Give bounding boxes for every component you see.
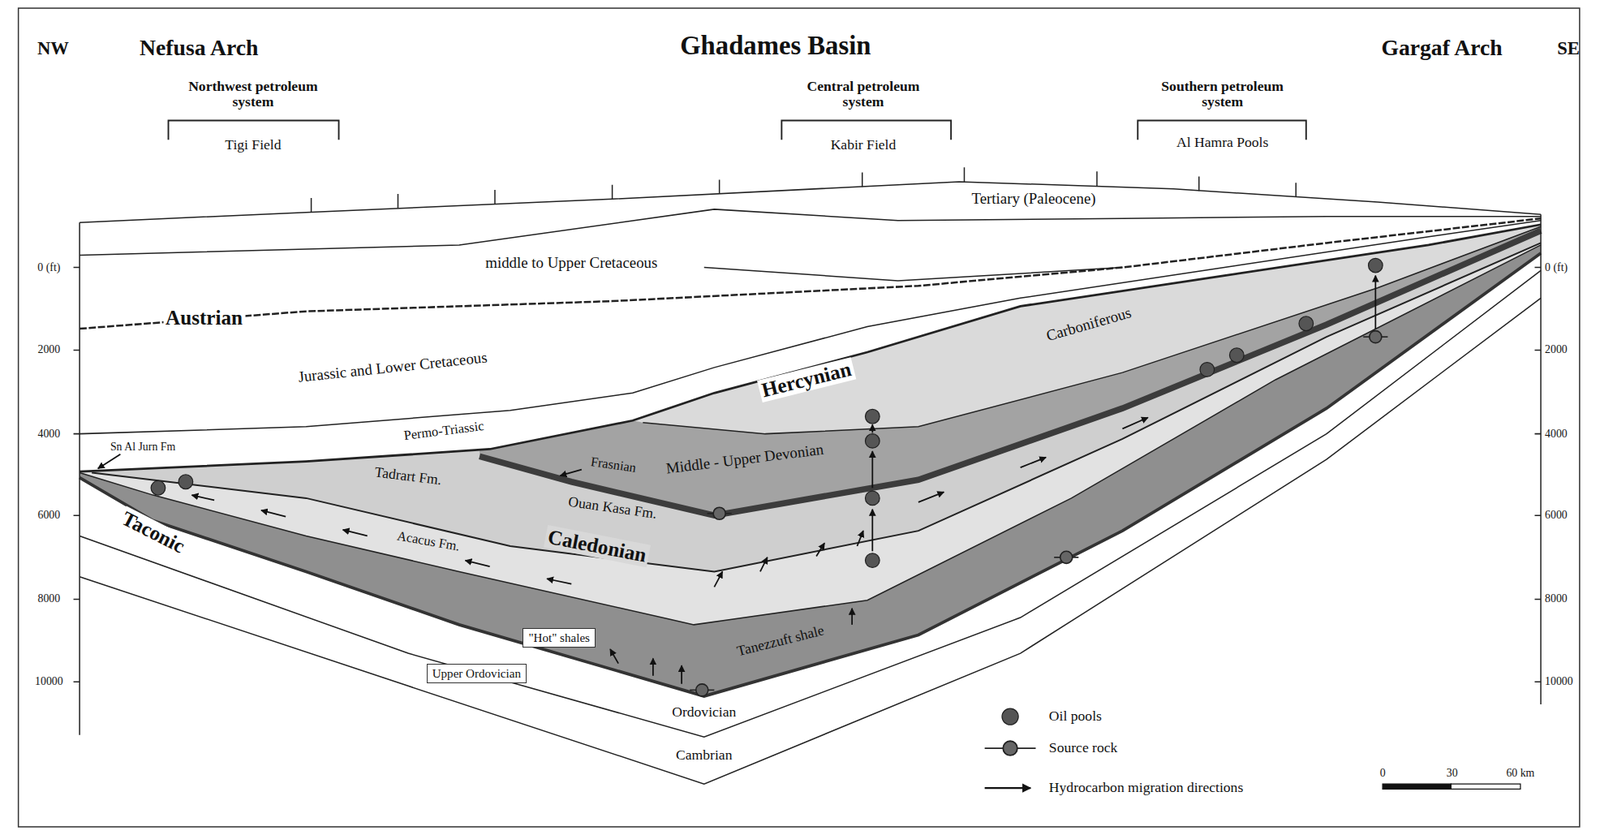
tertiary-base bbox=[79, 209, 1541, 256]
depth-value: 8000 bbox=[1544, 593, 1568, 606]
boxed-unit-label: "Hot" shales bbox=[522, 627, 596, 649]
carboniferous-base bbox=[642, 226, 1541, 434]
legend-text: Oil pools bbox=[1049, 708, 1102, 724]
depth-value: 2000 bbox=[1544, 344, 1568, 357]
hot-shale-base bbox=[79, 253, 1541, 697]
system-bracket bbox=[168, 120, 1307, 140]
legend-source-rock bbox=[984, 740, 1037, 756]
depth-value: 0 (ft) bbox=[37, 261, 61, 274]
petroleum-system-label: Al Hamra Pools bbox=[1176, 134, 1269, 151]
depth-value: 6000 bbox=[38, 509, 61, 522]
petroleum-system-label: Northwest petroleum system bbox=[176, 77, 331, 110]
cambrian-line bbox=[79, 297, 1541, 784]
box-text: Upper Ordovician bbox=[432, 666, 521, 681]
surface-ticks bbox=[311, 167, 1297, 212]
unit-label: Sn Al Jurn Fm bbox=[110, 440, 176, 453]
depth-axis bbox=[78, 222, 81, 735]
legend-migration-arrow bbox=[984, 787, 1032, 789]
diagram-title: Ghadames Basin bbox=[679, 31, 871, 61]
depth-value: 4000 bbox=[1544, 427, 1568, 440]
depth-value: 6000 bbox=[1544, 509, 1568, 522]
depth-value: 0 (ft) bbox=[1544, 261, 1568, 274]
depth-value: 10000 bbox=[34, 675, 64, 689]
tadrart-layer bbox=[79, 224, 1541, 697]
scale-bar bbox=[1382, 783, 1521, 789]
ordovician-line bbox=[79, 270, 1541, 737]
section-end-label: NW bbox=[37, 38, 69, 60]
depth-ticks bbox=[73, 267, 1542, 683]
section-end-label: Gargaf Arch bbox=[1380, 35, 1502, 61]
section-end-label: SE bbox=[1556, 38, 1580, 60]
tanezzuft-layer bbox=[79, 245, 1541, 697]
legend-text: Hydrocarbon migration directions bbox=[1049, 779, 1244, 796]
hercynian-unconformity bbox=[79, 224, 1541, 472]
cretaceous-internal bbox=[704, 267, 1123, 281]
petroleum-system-label: Central petroleum system bbox=[787, 77, 941, 110]
acacus-layer bbox=[79, 242, 1541, 697]
boxed-unit-label: Upper Ordovician bbox=[426, 663, 527, 684]
unit-label: Tertiary (Paleocene) bbox=[971, 190, 1096, 208]
legend-oil-pool bbox=[1002, 708, 1019, 725]
source-rock bbox=[689, 331, 1388, 697]
section-end-label: Nefusa Arch bbox=[139, 35, 259, 61]
caledonian-unconformity bbox=[91, 242, 1541, 572]
oil-pool bbox=[150, 258, 1383, 568]
frasnian-band bbox=[479, 230, 1541, 516]
frame bbox=[18, 8, 1580, 827]
petroleum-system-label: Tigi Field bbox=[224, 137, 281, 153]
unit-label: Ordovician bbox=[671, 704, 736, 720]
unit-label: Austrian bbox=[163, 307, 246, 331]
austrian-unconformity bbox=[79, 218, 1541, 329]
depth-value: 4000 bbox=[38, 427, 61, 440]
scale-value: 30 bbox=[1446, 767, 1459, 780]
depth-value: 8000 bbox=[38, 593, 61, 606]
box-text: "Hot" shales bbox=[528, 631, 590, 646]
unit-label: Cambrian bbox=[675, 747, 732, 763]
petroleum-system-label: Southern petroleum system bbox=[1145, 77, 1299, 110]
petroleum-system-label: Kabir Field bbox=[830, 137, 897, 153]
unit-label: middle to Upper Cretaceous bbox=[485, 254, 658, 272]
depth-value: 2000 bbox=[38, 344, 61, 357]
depth-axis bbox=[1539, 214, 1542, 705]
scale-value: 0 bbox=[1380, 767, 1386, 780]
scale-value: 60 km bbox=[1505, 767, 1535, 780]
migration-arrows bbox=[98, 275, 1377, 684]
depth-value: 10000 bbox=[1544, 675, 1574, 689]
legend-text: Source rock bbox=[1049, 739, 1119, 756]
